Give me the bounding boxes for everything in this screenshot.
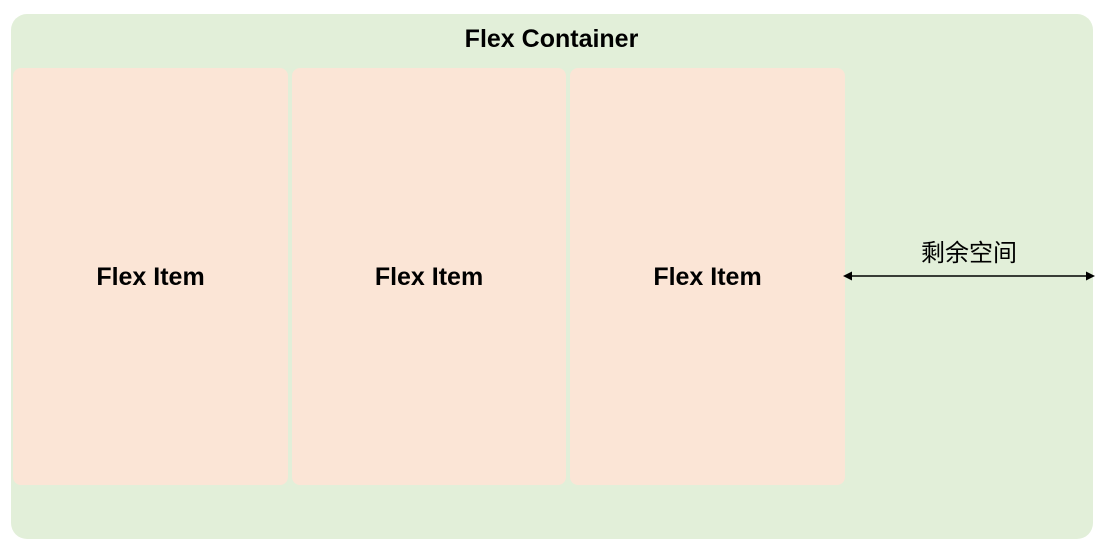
flex-item-label-2: Flex Item bbox=[374, 262, 484, 291]
flex-item-box-3: Flex Item bbox=[570, 68, 845, 485]
arrow-head-left bbox=[843, 271, 852, 281]
flex-container-title: Flex Container bbox=[464, 25, 639, 53]
arrow-head-right bbox=[1086, 271, 1095, 281]
flex-item-label-1: Flex Item bbox=[96, 262, 205, 291]
remaining-space-label: 剩余空间 bbox=[921, 239, 1017, 267]
flex-item-box-2: Flex Item bbox=[292, 68, 566, 485]
double-arrow-icon bbox=[843, 271, 1095, 281]
flex-item-label-3: Flex Item bbox=[653, 262, 762, 291]
flex-item-box-1: Flex Item bbox=[13, 68, 288, 485]
